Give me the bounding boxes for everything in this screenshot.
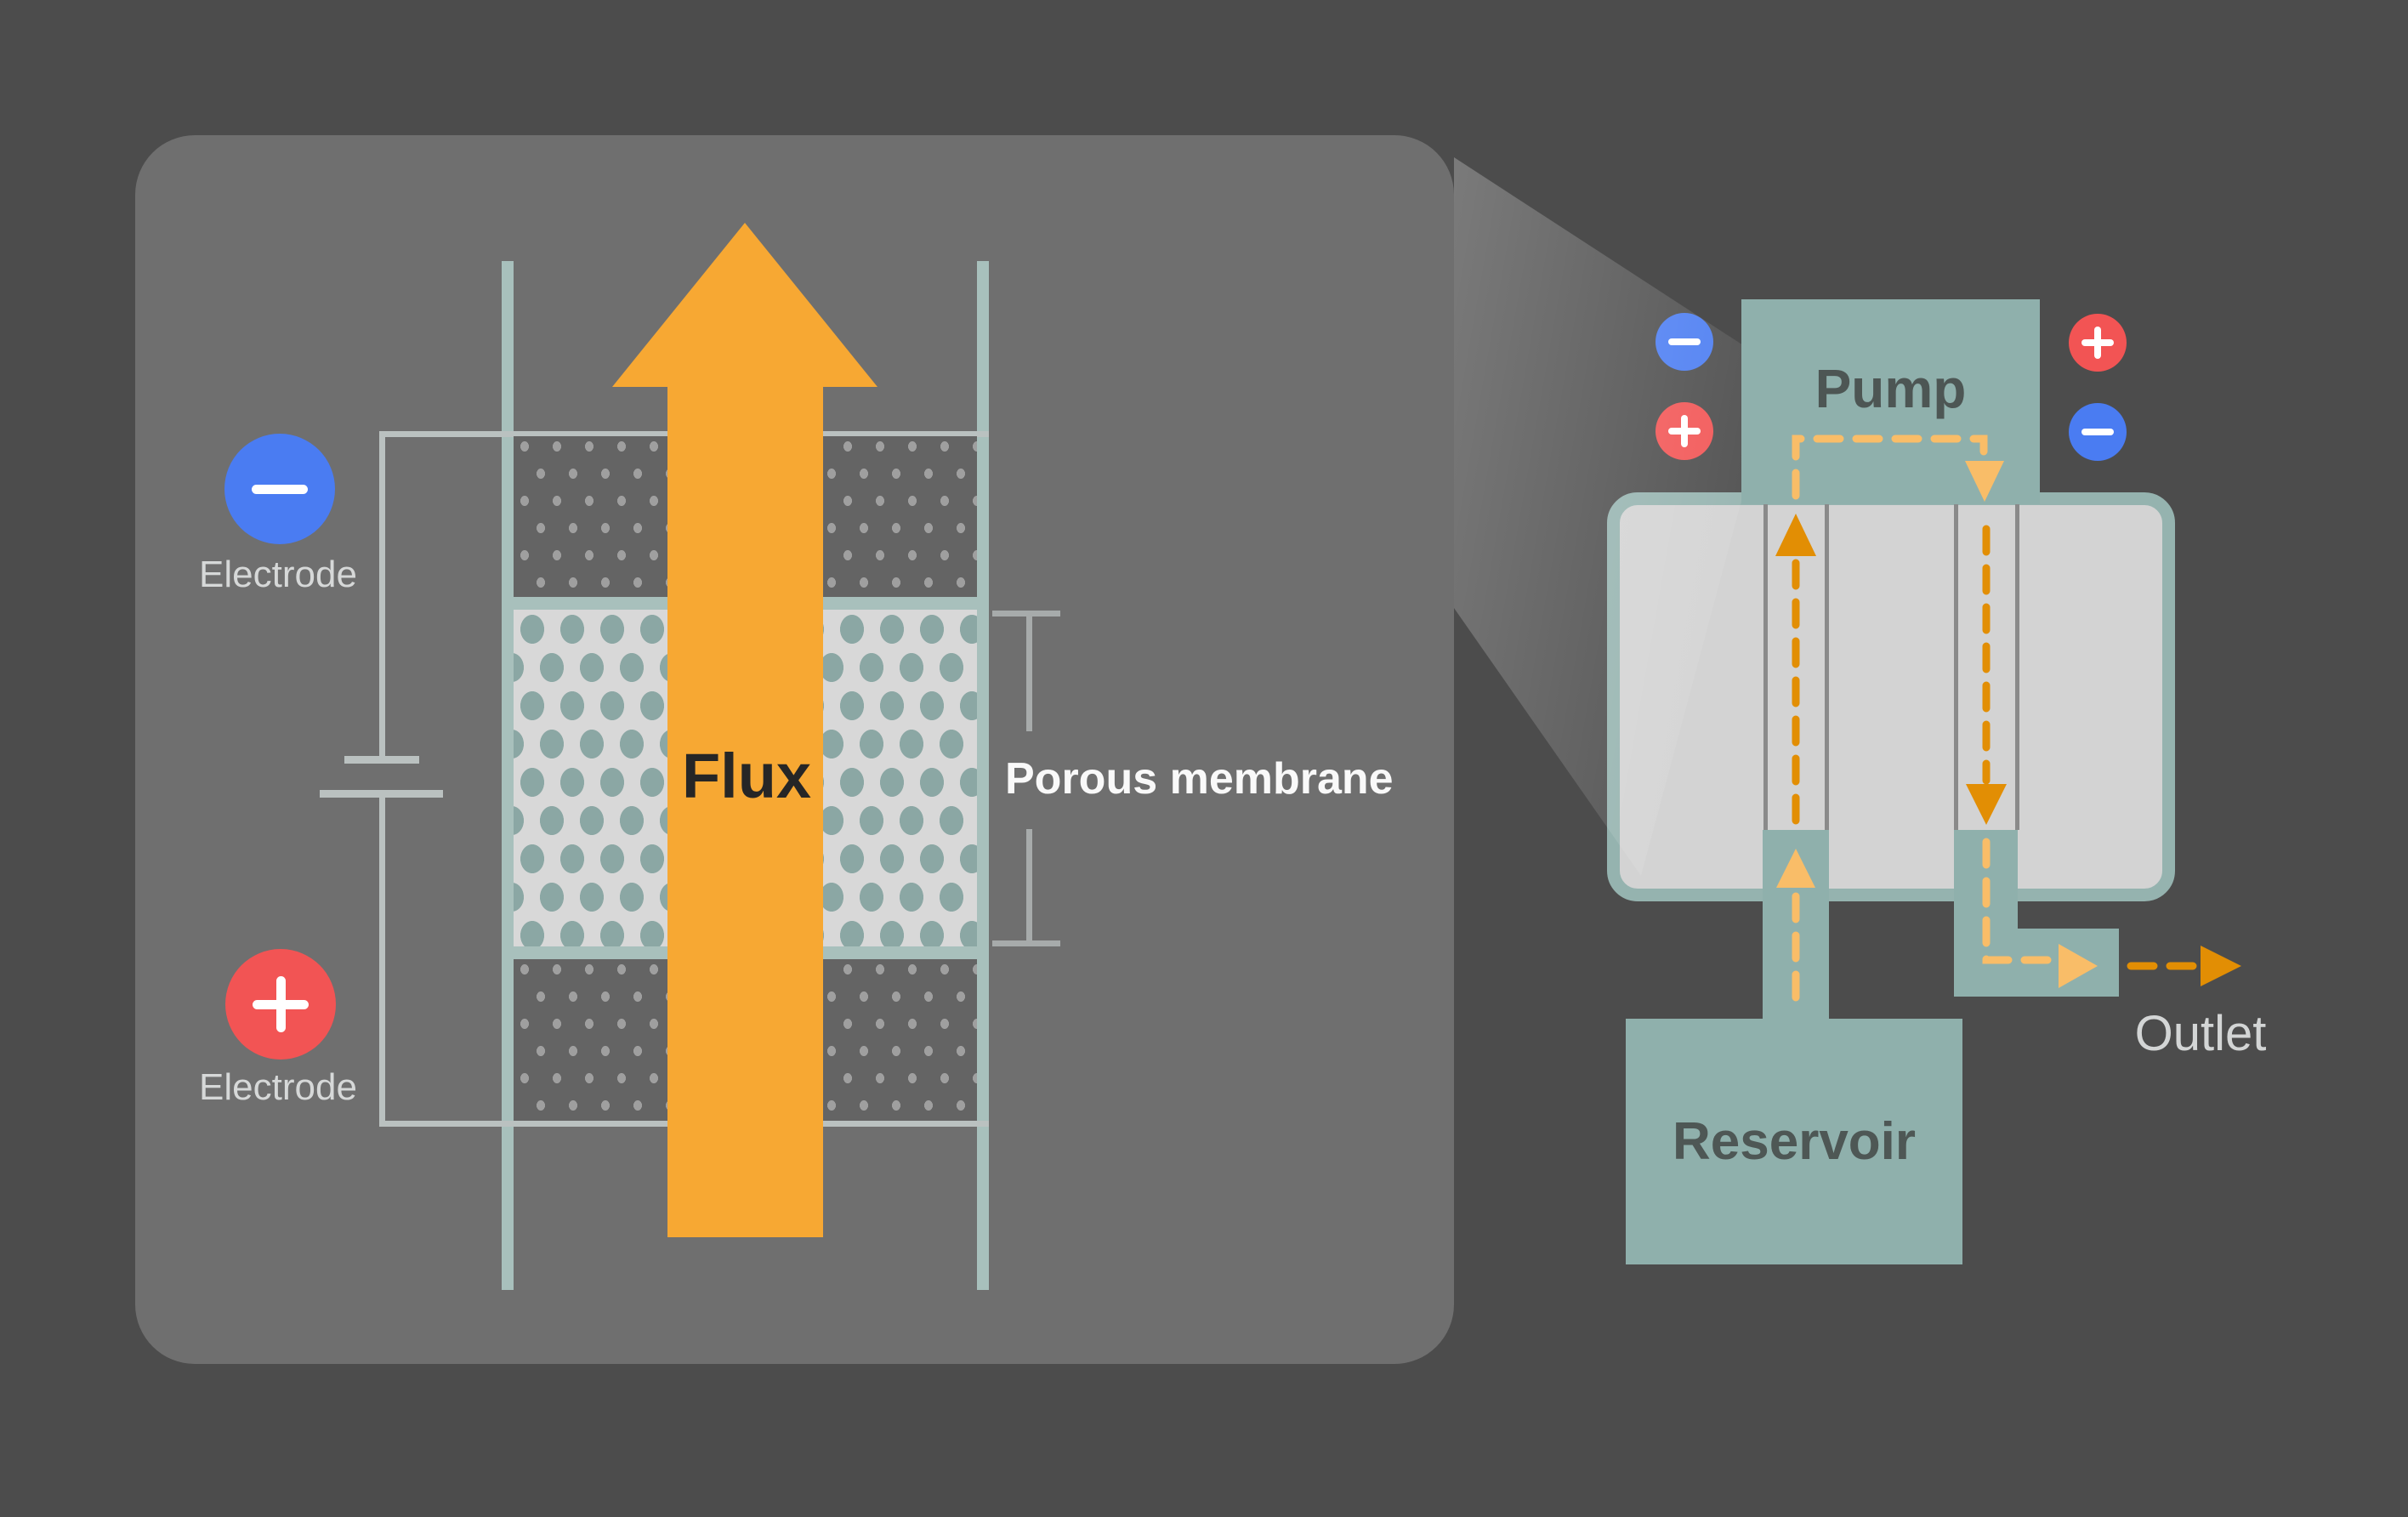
channel-line [1954, 504, 1958, 830]
battery-plate-long [320, 790, 443, 798]
pump-terminal-negative-right [2069, 403, 2127, 461]
bracket-line-upper [1026, 611, 1032, 731]
channel-line [2015, 504, 2019, 830]
electrode-negative-badge [224, 434, 335, 544]
wire-vertical-lower [379, 795, 385, 1127]
tube-wall-right [977, 261, 989, 1290]
reservoir-label: Reservoir [1672, 1112, 1917, 1171]
channel-line [1825, 504, 1829, 830]
zoom-detail-panel: Flux Electrode Electrode Porous membrane [135, 135, 1454, 1364]
bracket-cap-bottom [992, 940, 1060, 946]
flux-arrow-shaft [667, 381, 823, 1237]
arrow-up-icon [1775, 514, 1816, 556]
arrow-down-icon [1965, 461, 2004, 502]
pump-label: Pump [1815, 358, 1967, 419]
electrode-bottom-label: Electrode [199, 1066, 357, 1108]
porous-membrane-label: Porous membrane [1005, 754, 1394, 804]
arrow-up-icon [1776, 849, 1815, 888]
wire-vertical-upper [379, 431, 385, 758]
pump-terminal-positive-right [2069, 314, 2127, 372]
electrode-top-label: Electrode [199, 554, 357, 595]
bracket-line-lower [1026, 829, 1032, 946]
flow-path-pump [1792, 435, 1988, 500]
arrow-down-icon [1966, 784, 2007, 825]
electrode-positive-badge [225, 949, 336, 1060]
tube-wall-left [502, 261, 514, 1290]
flow-path-outlet-elbow [1982, 838, 2059, 964]
reservoir-box [1626, 1019, 1962, 1264]
arrow-right-icon [2059, 944, 2098, 988]
flux-label: Flux [681, 741, 812, 811]
outlet-label: Outlet [2134, 1006, 2267, 1061]
battery-plate-short [344, 756, 419, 764]
arrow-right-icon [2201, 946, 2241, 986]
channel-line [1763, 504, 1768, 830]
pump-terminal-positive-left [1656, 402, 1713, 460]
pump-terminal-negative-left [1656, 313, 1713, 371]
